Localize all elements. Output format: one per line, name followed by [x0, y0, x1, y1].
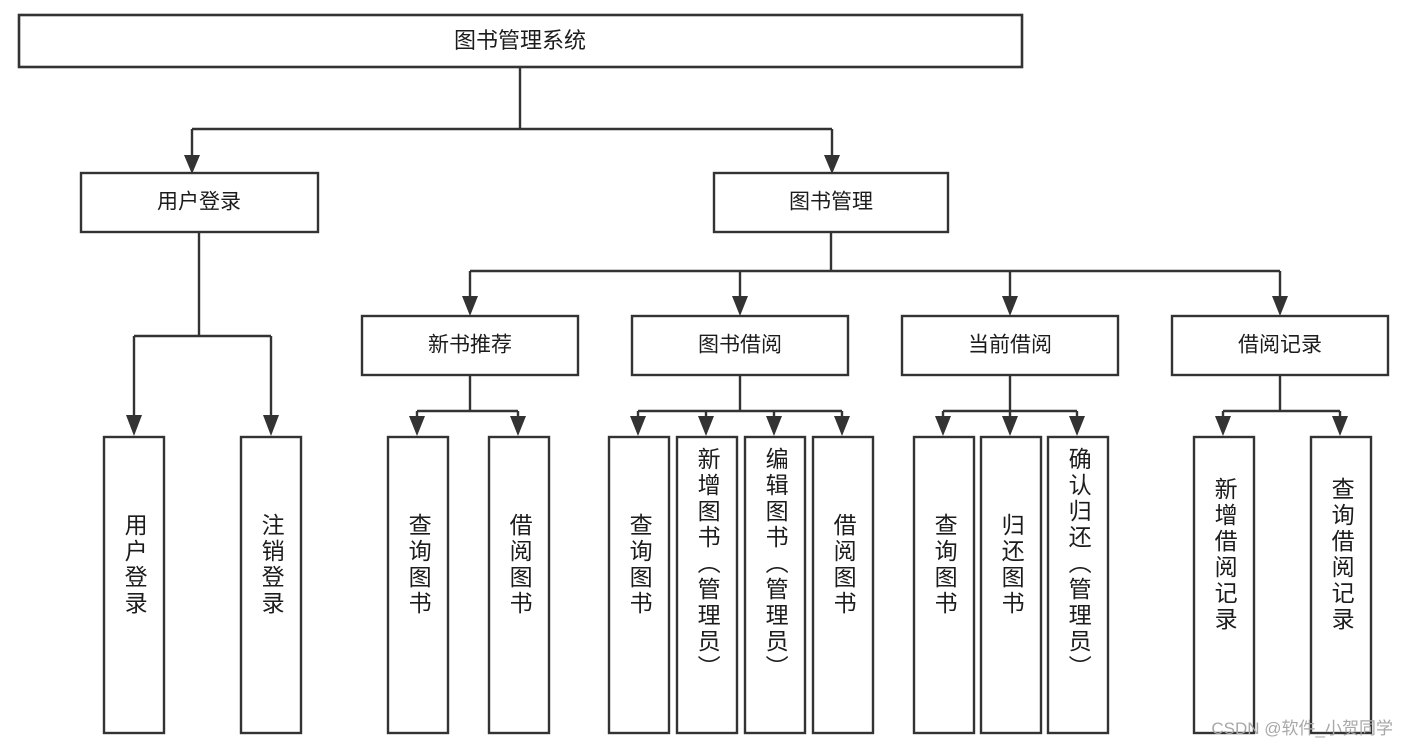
node-user-login[interactable]: 用户登录 [79, 171, 320, 234]
leaf-box-return-book[interactable] [979, 435, 1043, 735]
leaf-box-user-login[interactable] [102, 435, 166, 735]
node-current-borrow[interactable]: 当前借阅 [900, 314, 1120, 377]
arrow-head-icon [766, 416, 782, 436]
arrow-head-icon [824, 155, 840, 174]
edge-user-login-to-leaves [126, 232, 279, 436]
node-book-borrow-label: 图书借阅 [698, 334, 782, 357]
arrow-head-icon [1002, 296, 1018, 316]
arrow-head-icon [126, 415, 142, 436]
node-borrow-record[interactable]: 借阅记录 [1170, 314, 1390, 377]
leaf-box-logout[interactable] [239, 435, 303, 735]
edge-new-book-to-leaves [409, 375, 526, 436]
arrow-head-icon [698, 416, 714, 436]
leaf-box-add-book-admin[interactable] [675, 435, 739, 735]
leaf-box-query-book-1[interactable] [386, 435, 450, 735]
node-borrow-record-label: 借阅记录 [1238, 334, 1322, 357]
arrow-head-icon [1215, 416, 1231, 436]
leaf-box-confirm-return-admin[interactable] [1046, 435, 1110, 735]
arrow-head-icon [834, 416, 850, 436]
edge-book-mgmt-to-level2 [462, 232, 1288, 316]
node-user-login-label: 用户登录 [157, 191, 241, 214]
arrow-head-icon [510, 416, 526, 436]
arrow-head-icon [630, 416, 646, 436]
leaf-box-query-borrow-record[interactable] [1309, 435, 1373, 735]
node-root-label: 图书管理系统 [454, 28, 586, 53]
leaf-box-add-borrow-record[interactable] [1192, 435, 1256, 735]
node-book-borrow[interactable]: 图书借阅 [630, 314, 850, 377]
node-root[interactable]: 图书管理系统 [17, 13, 1024, 69]
edge-root-to-level1 [184, 67, 840, 174]
node-current-borrow-label: 当前借阅 [968, 334, 1052, 357]
arrow-head-icon [1272, 296, 1288, 316]
node-new-book-recommend-label: 新书推荐 [428, 334, 512, 357]
leaf-box-query-book-2[interactable] [607, 435, 671, 735]
leaf-box-edit-book-admin[interactable] [743, 435, 807, 735]
arrow-head-icon [1002, 416, 1018, 436]
arrow-head-icon [935, 416, 951, 436]
arrow-head-icon [409, 416, 425, 436]
arrow-head-icon [184, 155, 200, 174]
arrow-head-icon [263, 415, 279, 436]
node-book-management[interactable]: 图书管理 [712, 171, 950, 234]
arrow-head-icon [462, 296, 478, 316]
arrow-head-icon [732, 296, 748, 316]
edge-borrow-to-leaves [630, 375, 850, 436]
node-new-book-recommend[interactable]: 新书推荐 [360, 314, 580, 377]
arrow-head-icon [1069, 416, 1085, 436]
node-book-management-label: 图书管理 [789, 191, 873, 214]
leaf-box-query-book-3[interactable] [912, 435, 976, 735]
edge-current-borrow-to-leaves [935, 375, 1085, 436]
leaf-box-borrow-book-2[interactable] [811, 435, 875, 735]
leaf-box-borrow-book-1[interactable] [487, 435, 551, 735]
arrow-head-icon [1332, 416, 1348, 436]
edge-borrow-record-to-leaves [1215, 375, 1348, 436]
